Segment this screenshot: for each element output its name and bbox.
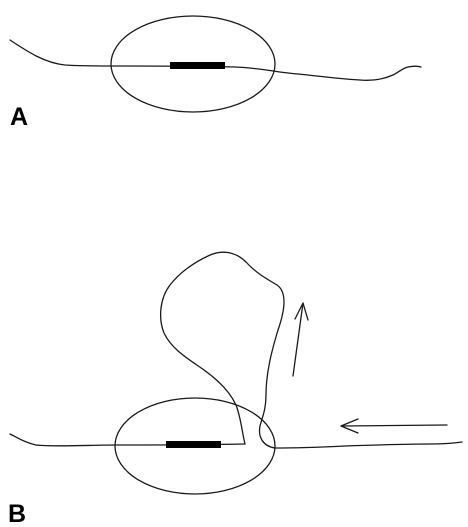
panel-b-loop	[161, 252, 284, 448]
panel-b-left-arrow-shaft	[341, 425, 447, 426]
panel-a: A	[10, 16, 421, 131]
panel-b: B	[8, 252, 462, 527]
panel-b-right-strand	[275, 442, 462, 448]
panel-a-bar	[170, 62, 225, 69]
panel-b-label: B	[8, 500, 26, 527]
panel-a-label: A	[10, 103, 28, 131]
panel-b-bar	[166, 441, 221, 448]
panel-a-strand	[10, 40, 421, 80]
